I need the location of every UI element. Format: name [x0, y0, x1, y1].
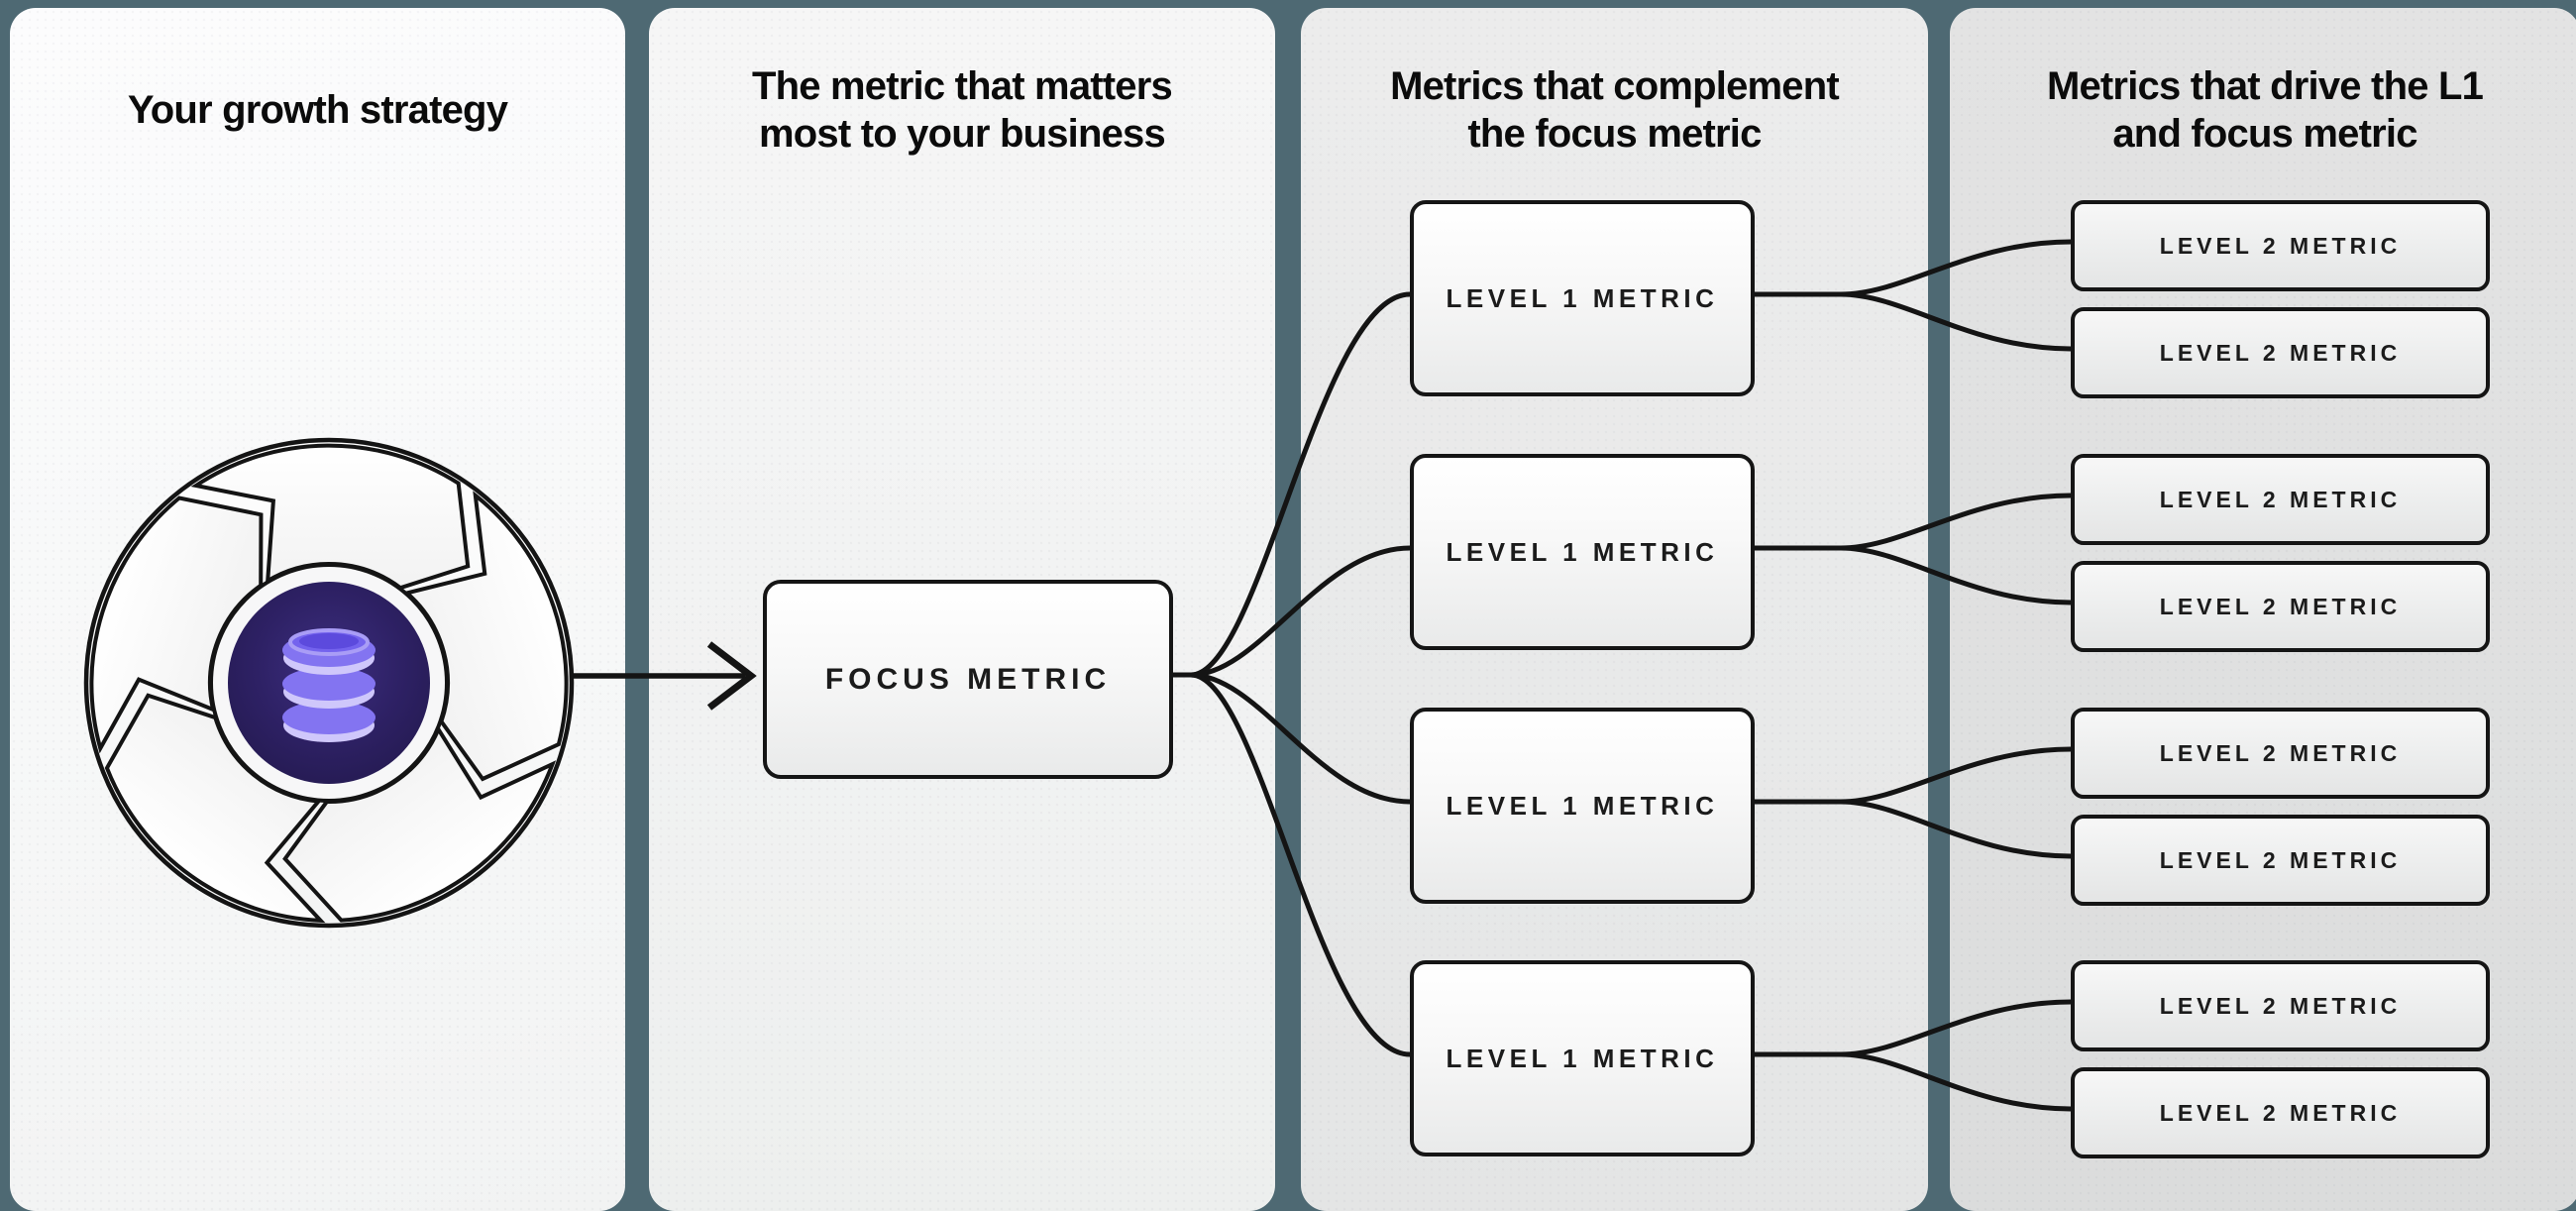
- panel-title-line: and focus metric: [2112, 112, 2417, 156]
- level1-metric-label: LEVEL 1 METRIC: [1446, 282, 1719, 313]
- level1-metric-label: LEVEL 1 METRIC: [1446, 1043, 1719, 1073]
- level1-metric-box: LEVEL 1 METRIC: [1410, 454, 1755, 650]
- level2-metric-box: LEVEL 2 METRIC: [2071, 200, 2490, 291]
- panel-title: Metrics that drive the L1 and focus metr…: [1950, 62, 2576, 158]
- level2-metric-box: LEVEL 2 METRIC: [2071, 561, 2490, 652]
- level1-metric-label: LEVEL 1 METRIC: [1446, 790, 1719, 821]
- level2-metric-label: LEVEL 2 METRIC: [2159, 739, 2402, 766]
- panel-title-line: Your growth strategy: [127, 88, 508, 132]
- level2-metric-label: LEVEL 2 METRIC: [2159, 339, 2402, 366]
- level2-metric-label: LEVEL 2 METRIC: [2159, 486, 2402, 512]
- panel-title-line: most to your business: [759, 112, 1166, 156]
- panel-title-line: Metrics that complement: [1390, 64, 1840, 108]
- focus-metric-label: FOCUS METRIC: [824, 662, 1112, 696]
- level2-metric-label: LEVEL 2 METRIC: [2159, 1099, 2402, 1126]
- level1-metric-box: LEVEL 1 METRIC: [1410, 708, 1755, 904]
- level2-metric-box: LEVEL 2 METRIC: [2071, 454, 2490, 545]
- level2-metric-label: LEVEL 2 METRIC: [2159, 846, 2402, 873]
- level2-metric-label: LEVEL 2 METRIC: [2159, 232, 2402, 259]
- level2-metric-box: LEVEL 2 METRIC: [2071, 307, 2490, 398]
- level2-metric-box: LEVEL 2 METRIC: [2071, 708, 2490, 799]
- level2-metric-box: LEVEL 2 METRIC: [2071, 1067, 2490, 1158]
- panel-growth-strategy: Your growth strategy: [10, 8, 625, 1211]
- panel-title-line: Metrics that drive the L1: [2046, 64, 2484, 108]
- level2-metric-box: LEVEL 2 METRIC: [2071, 960, 2490, 1051]
- panel-title: Metrics that complement the focus metric: [1301, 62, 1928, 158]
- level2-metric-box: LEVEL 2 METRIC: [2071, 815, 2490, 906]
- panel-title: The metric that matters most to your bus…: [649, 62, 1275, 158]
- focus-metric-box: FOCUS METRIC: [763, 580, 1173, 779]
- level2-metric-label: LEVEL 2 METRIC: [2159, 593, 2402, 619]
- panel-title-line: the focus metric: [1467, 112, 1762, 156]
- panel-title-line: The metric that matters: [752, 64, 1173, 108]
- level1-metric-label: LEVEL 1 METRIC: [1446, 536, 1719, 567]
- level2-metric-label: LEVEL 2 METRIC: [2159, 992, 2402, 1019]
- level1-metric-box: LEVEL 1 METRIC: [1410, 200, 1755, 396]
- level1-metric-box: LEVEL 1 METRIC: [1410, 960, 1755, 1156]
- panel-title: Your growth strategy: [10, 62, 625, 158]
